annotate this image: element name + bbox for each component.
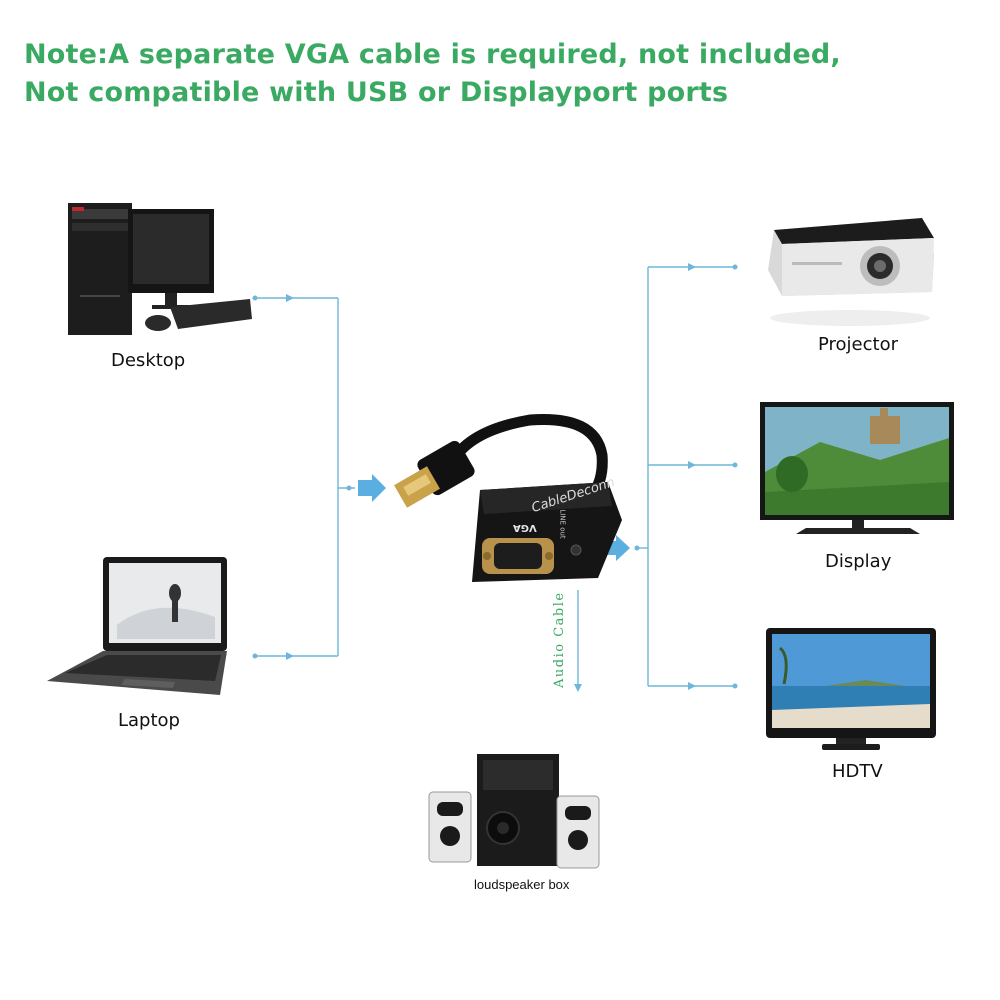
hdmi-to-vga-adapter: CableDeconn VGA LINE out <box>390 410 630 595</box>
laptop-icon <box>45 555 230 705</box>
note-line-2: Not compatible with USB or Displayport p… <box>24 77 729 108</box>
speaker-label: loudspeaker box <box>474 877 570 892</box>
desktop-computer-icon <box>60 195 255 350</box>
desktop-label: Desktop <box>111 350 186 371</box>
note-text: Note:A separate VGA cable is required, n… <box>24 36 984 112</box>
adapter-drawing <box>394 413 622 582</box>
input-arrow <box>358 474 386 502</box>
note-line-1: Note:A separate VGA cable is required, n… <box>24 39 841 70</box>
tv-icon <box>766 628 938 761</box>
projector-label: Projector <box>818 334 898 355</box>
hdtv-label: HDTV <box>832 761 883 782</box>
laptop-label: Laptop <box>118 710 180 731</box>
display-label: Display <box>825 551 892 572</box>
adapter-audio-port-label: LINE out <box>558 509 567 539</box>
projector-icon <box>762 200 942 335</box>
speaker-icon <box>425 752 610 877</box>
adapter-port-label: VGA <box>513 522 537 533</box>
monitor-icon <box>760 402 956 547</box>
audio-cable-label: Audio Cable <box>552 591 567 688</box>
